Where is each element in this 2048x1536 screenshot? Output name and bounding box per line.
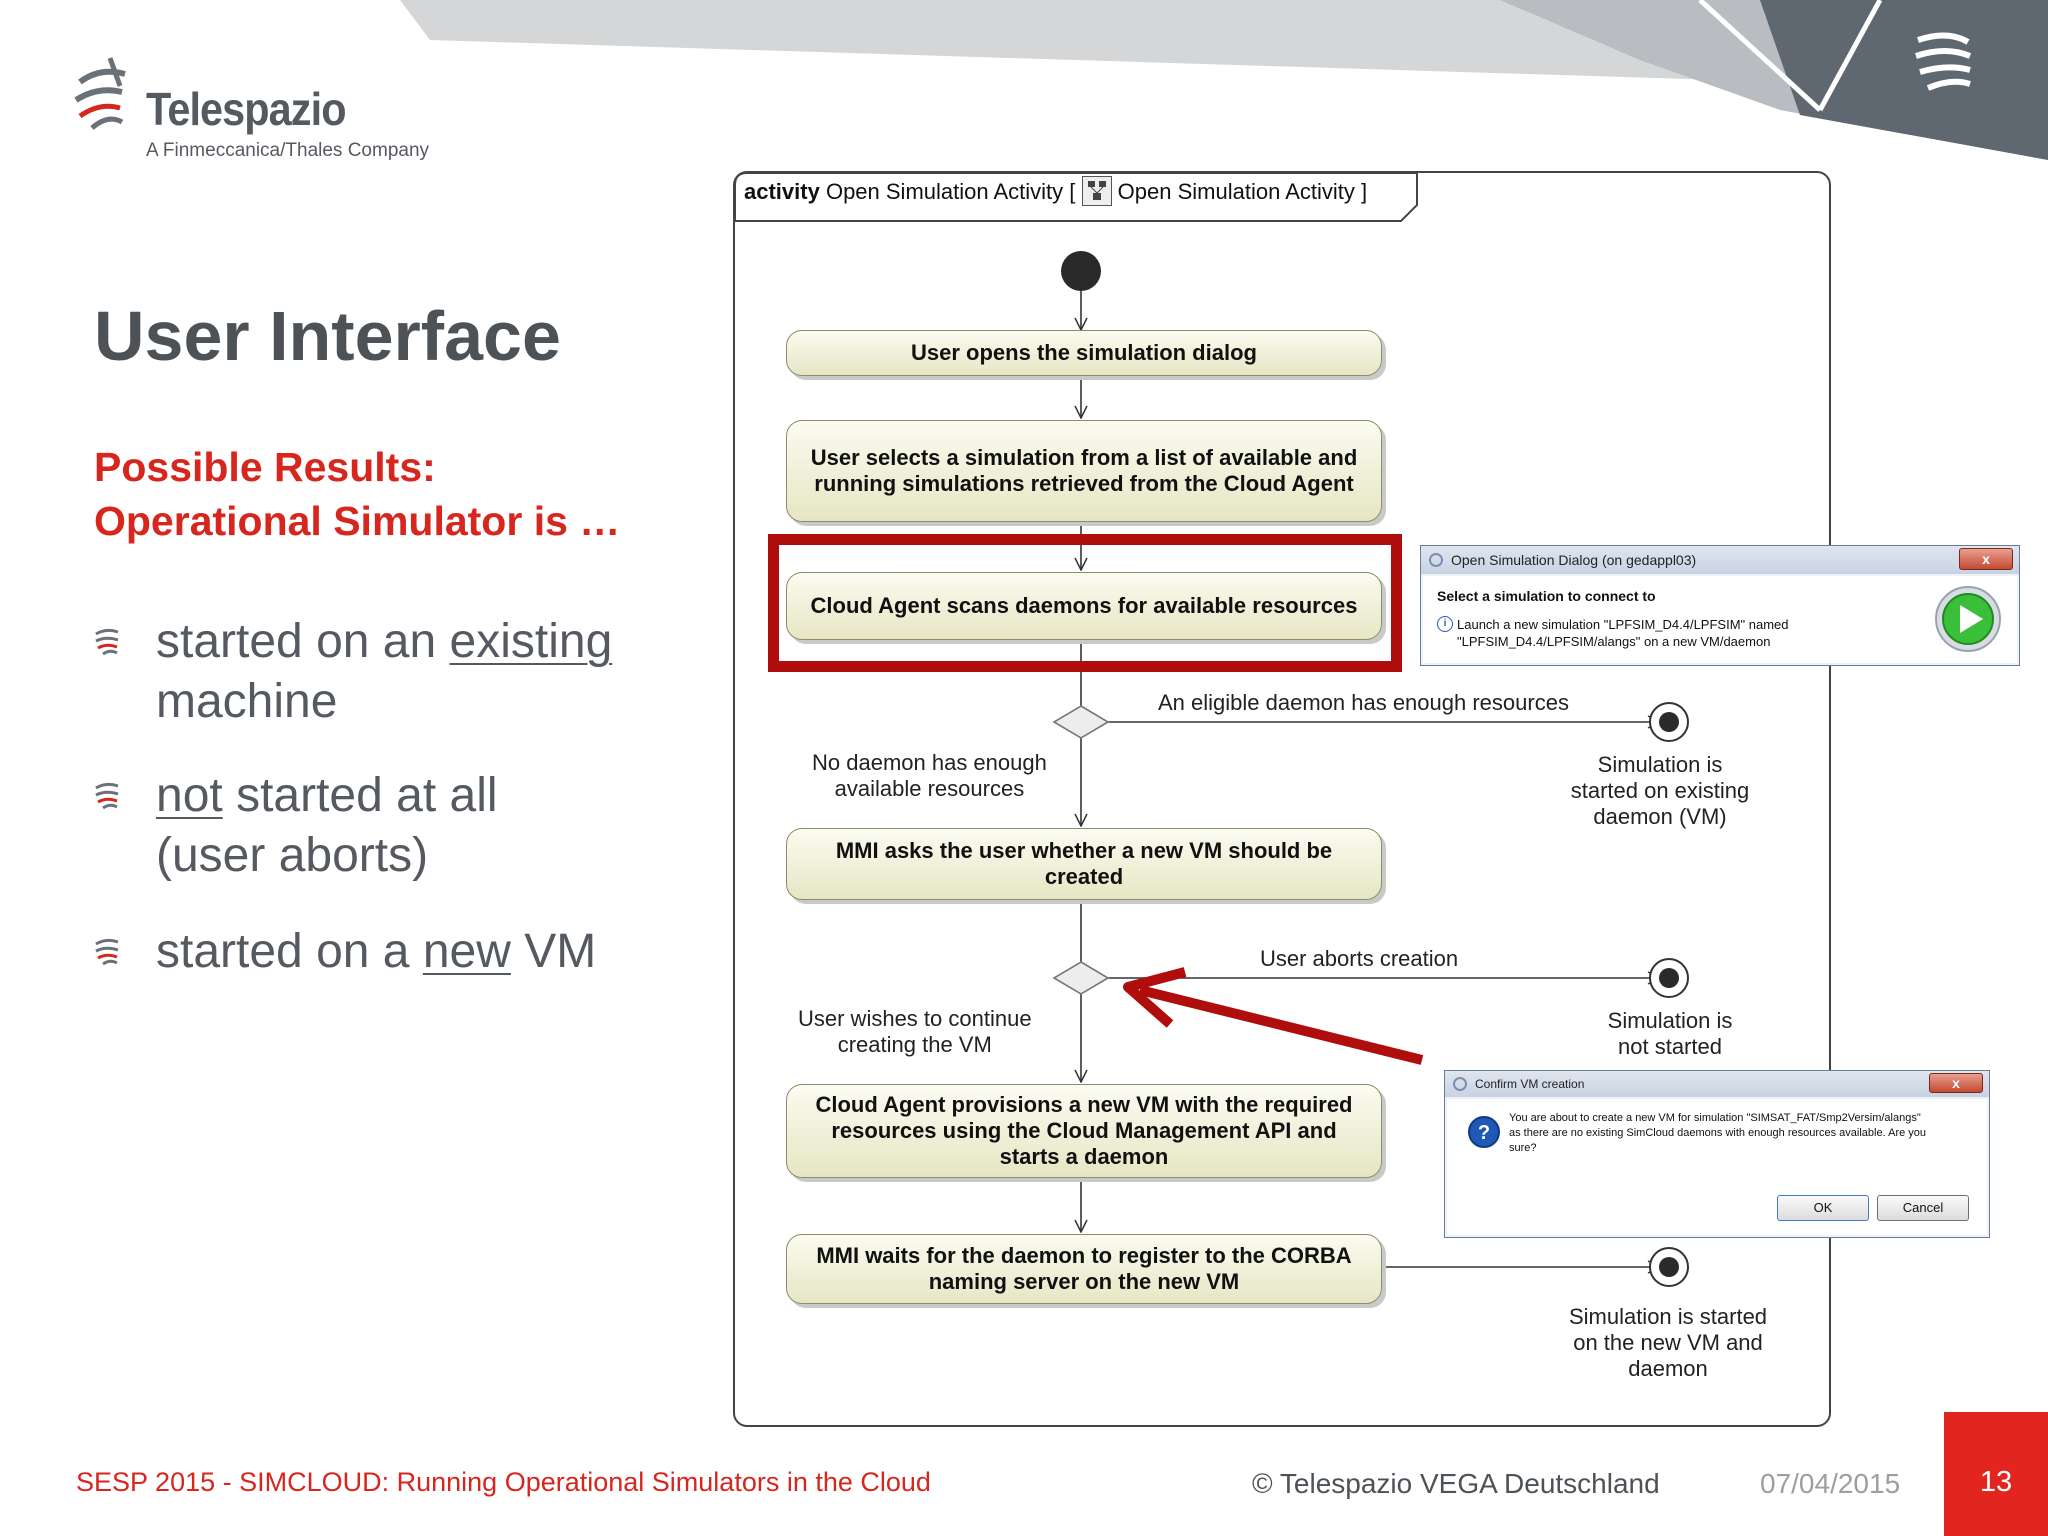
diagram-frame-tab xyxy=(734,172,1418,222)
question-icon: ? xyxy=(1468,1116,1500,1148)
page-number-box: 13 xyxy=(1944,1412,2048,1536)
footer-copyright: © Telespazio VEGA Deutschland xyxy=(1252,1468,1660,1499)
app-icon xyxy=(1429,553,1443,567)
dialog-titlebar xyxy=(1421,546,2019,574)
decision-node xyxy=(1052,961,1110,995)
bullet-text: started on an existing xyxy=(156,615,613,668)
svg-text:?: ? xyxy=(1478,1122,1490,1144)
slide-subtitle: Possible Results: Operational Simulator … xyxy=(94,440,620,548)
play-icon[interactable] xyxy=(1933,584,2003,654)
action-node: MMI waits for the daemon to register to … xyxy=(786,1234,1382,1304)
ok-button[interactable]: OK xyxy=(1777,1195,1869,1221)
frame-name: Open Simulation Activity [ xyxy=(825,178,1076,204)
action-node: Cloud Agent provisions a new VM with the… xyxy=(786,1084,1382,1178)
highlight-box xyxy=(768,534,1402,672)
header-decoration xyxy=(400,0,2048,160)
dialog-title: Open Simulation Dialog (on gedappl03) xyxy=(1451,552,1697,568)
action-node: Cloud Agent scans daemons for available … xyxy=(786,572,1382,640)
swirl-bullet-icon xyxy=(95,628,119,656)
footer-date: 07/04/2015 xyxy=(1760,1468,1901,1499)
slide-title: User Interface xyxy=(94,297,561,375)
cancel-button[interactable]: Cancel xyxy=(1877,1195,1969,1221)
telespazio-swirl-icon xyxy=(74,57,126,130)
swirl-bullet-icon xyxy=(95,782,119,810)
bullet-text-line2: (user aborts) xyxy=(156,829,429,882)
swirl-bullet-icon xyxy=(95,938,119,966)
corner-swirl-icon xyxy=(1915,32,1972,91)
subtitle-line-2: Operational Simulator is … xyxy=(94,498,621,544)
frame-tab-label: activity Open Simulation Activity [ Open… xyxy=(744,176,1368,208)
footer-event: SESP 2015 - SIMCLOUD: Running Operationa… xyxy=(76,1467,931,1497)
bullet-text: started on a new VM xyxy=(156,925,597,978)
company-logo: Telespazio A Finmeccanica/Thales Company xyxy=(70,52,450,162)
logo-tagline: A Finmeccanica/Thales Company xyxy=(146,140,430,161)
logo-name: Telespazio xyxy=(146,83,347,135)
initial-node xyxy=(1061,251,1101,291)
close-button[interactable]: x xyxy=(1929,1073,1983,1093)
guard-label: User aborts creation xyxy=(1260,946,1459,971)
confirm-vm-dialog: Confirm VM creation x ? You are about to… xyxy=(1444,1070,1990,1238)
dialog-titlebar xyxy=(1445,1071,1989,1097)
final-node xyxy=(1649,958,1689,998)
activity-ref-icon xyxy=(1081,176,1112,206)
guard-label: An eligible daemon has enough resources xyxy=(1158,690,1569,715)
action-node: MMI asks the user whether a new VM shoul… xyxy=(786,828,1382,900)
subtitle-line-1: Possible Results: xyxy=(94,444,436,490)
action-node: User selects a simulation from a list of… xyxy=(786,420,1382,522)
frame-ref: Open Simulation Activity xyxy=(1117,178,1355,204)
dialog-body: ? You are about to create a new VM for s… xyxy=(1447,1099,1987,1235)
bullet-text-line2: machine xyxy=(156,675,338,728)
close-button[interactable]: x xyxy=(1959,548,2013,570)
decision-node xyxy=(1052,705,1110,739)
final-node xyxy=(1649,1247,1689,1287)
app-icon xyxy=(1453,1077,1467,1091)
dialog-heading: Select a simulation to connect to xyxy=(1437,588,1656,604)
dialog-message: You are about to create a new VM for sim… xyxy=(1509,1112,1927,1154)
open-simulation-dialog: Open Simulation Dialog (on gedappl03) x … xyxy=(1420,545,2020,666)
dialog-body: Select a simulation to connect to i Laun… xyxy=(1423,576,2017,663)
bullet-text: not started at all xyxy=(156,769,498,822)
page-number: 13 xyxy=(1979,1466,2013,1498)
dialog-title: Confirm VM creation xyxy=(1475,1077,1585,1091)
final-node xyxy=(1649,702,1689,742)
frame-keyword: activity xyxy=(744,178,820,204)
simulation-list-item[interactable]: Launch a new simulation "LPFSIM_D4.4/LPF… xyxy=(1457,617,1789,649)
action-node: User opens the simulation dialog xyxy=(786,330,1382,376)
info-icon: i xyxy=(1437,616,1453,632)
frame-close: ] xyxy=(1361,178,1368,204)
